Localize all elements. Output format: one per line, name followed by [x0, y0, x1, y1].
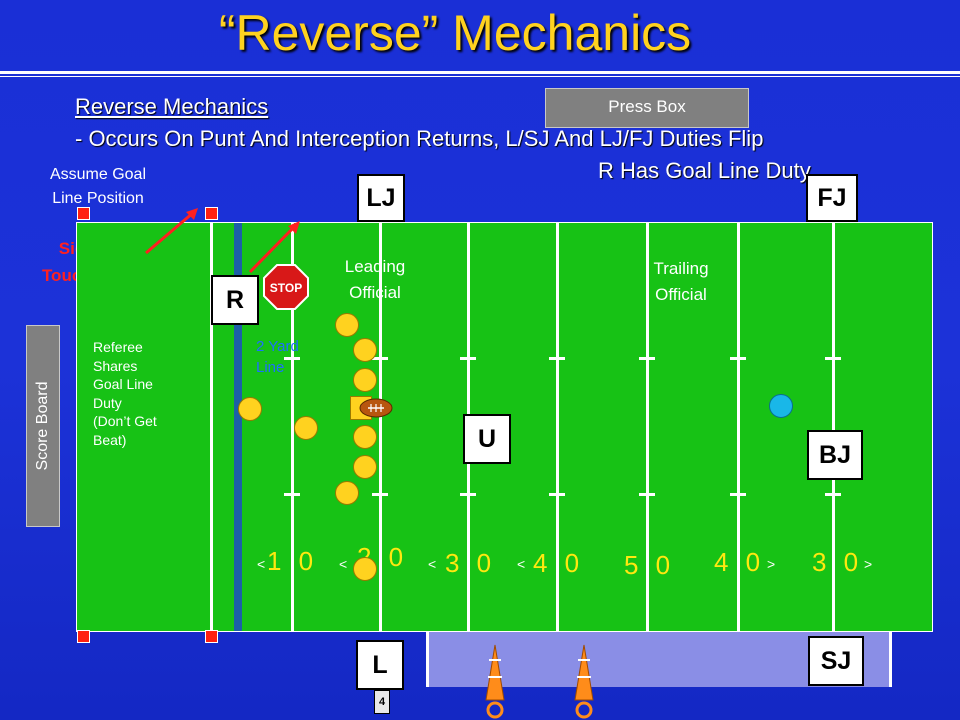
- pylon-marker: [205, 630, 218, 643]
- yard-number: 1 0: [267, 546, 319, 576]
- hash-mark: [460, 493, 476, 496]
- player-marker: [335, 481, 359, 505]
- yard-note-line-2: Line: [256, 359, 285, 376]
- title-rule: [0, 71, 960, 74]
- hash-mark: [284, 357, 300, 360]
- player-marker: [353, 557, 377, 581]
- trailing-official-line-2: Official: [655, 285, 707, 304]
- two-yard-line-band: [234, 223, 242, 631]
- yard-number: 3 0: [445, 548, 497, 578]
- two-yard-line-note: 2 Yard Line: [256, 336, 299, 378]
- player-marker: [335, 313, 359, 337]
- official-lj: LJ: [357, 174, 405, 222]
- referee-note-line: Shares: [93, 357, 138, 374]
- hash-mark: [730, 357, 746, 360]
- official-fj: FJ: [806, 174, 858, 222]
- hash-mark: [372, 357, 388, 360]
- opponent-marker: [769, 394, 793, 418]
- slide-title: “Reverse” Mechanics: [218, 5, 692, 61]
- player-marker: [353, 338, 377, 362]
- direction-arrow: <: [339, 556, 348, 572]
- signal-arrow-icon: [145, 208, 198, 255]
- yard-number: 4 0: [533, 548, 585, 578]
- score-board: Score Board: [26, 325, 60, 527]
- referee-note: Referee Shares Goal Line Duty (Don’t Get…: [93, 338, 157, 449]
- movement-arrow-icon: [248, 221, 300, 274]
- football-icon: [359, 398, 393, 418]
- assume-goal-note: Assume Goal Line Position: [33, 163, 163, 211]
- down-marker-icon: [485, 644, 505, 719]
- official-bj: BJ: [807, 430, 863, 480]
- press-box: Press Box: [545, 88, 749, 128]
- stop-sign-label: STOP: [270, 281, 302, 295]
- title-rule-thin: [0, 76, 960, 77]
- hash-mark: [549, 357, 565, 360]
- leading-official-note: Leading Official: [330, 254, 420, 306]
- yard-line: [291, 223, 294, 631]
- assume-goal-line-2: Line Position: [52, 190, 144, 207]
- direction-arrow: <: [517, 556, 526, 572]
- pylon-marker: [77, 630, 90, 643]
- pylon-marker: [77, 207, 90, 220]
- hash-mark: [639, 493, 655, 496]
- official-r: R: [211, 275, 259, 325]
- yard-number: 3 0: [812, 547, 864, 577]
- player-marker: [294, 416, 318, 440]
- leading-official-line-1: Leading: [344, 257, 406, 276]
- direction-arrow: <: [257, 556, 266, 572]
- subheading: Reverse Mechanics: [75, 94, 269, 119]
- yard-line: [379, 223, 382, 631]
- description-line-2: R Has Goal Line Duty: [598, 158, 811, 183]
- hash-mark: [825, 357, 841, 360]
- hash-mark: [730, 493, 746, 496]
- leading-official-line-2: Official: [349, 283, 401, 302]
- yard-line: [737, 223, 740, 631]
- hash-mark: [639, 357, 655, 360]
- official-u: U: [463, 414, 511, 464]
- chain-marker-icon: [574, 644, 594, 719]
- direction-arrow: <: [428, 556, 437, 572]
- referee-note-line: Referee: [93, 339, 143, 355]
- direction-arrow: >: [767, 556, 776, 572]
- yard-number: 4 0: [714, 547, 766, 577]
- yard-line: [646, 223, 649, 631]
- player-marker: [353, 368, 377, 392]
- referee-note-line: Duty: [93, 394, 122, 411]
- trailing-official-line-1: Trailing: [653, 259, 709, 278]
- description-line: - Occurs On Punt And Interception Return…: [75, 126, 764, 151]
- assume-goal-line-1: Assume Goal: [49, 166, 147, 183]
- stop-sign-icon: STOP: [263, 264, 309, 310]
- player-marker: [353, 455, 377, 479]
- official-l: L: [356, 640, 404, 690]
- hash-mark: [825, 493, 841, 496]
- player-marker: [353, 425, 377, 449]
- player-marker: [238, 397, 262, 421]
- official-sj: SJ: [808, 636, 864, 686]
- trailing-official-note: Trailing Official: [636, 256, 726, 308]
- hash-mark: [284, 493, 300, 496]
- yard-line: [832, 223, 835, 631]
- goal-line: [210, 223, 213, 631]
- hash-mark: [372, 493, 388, 496]
- referee-note-line: Beat): [93, 431, 127, 448]
- yard-line: [556, 223, 559, 631]
- direction-arrow: >: [864, 556, 873, 572]
- referee-note-line: (Don’t Get: [93, 413, 157, 429]
- hash-mark: [549, 493, 565, 496]
- referee-note-line: Goal Line: [93, 376, 153, 392]
- pylon-marker: [205, 207, 218, 220]
- yard-note-line-1: 2 Yard: [256, 338, 299, 355]
- chain-tag: 4: [374, 690, 390, 714]
- hash-mark: [460, 357, 476, 360]
- yard-number: 5 0: [624, 550, 676, 580]
